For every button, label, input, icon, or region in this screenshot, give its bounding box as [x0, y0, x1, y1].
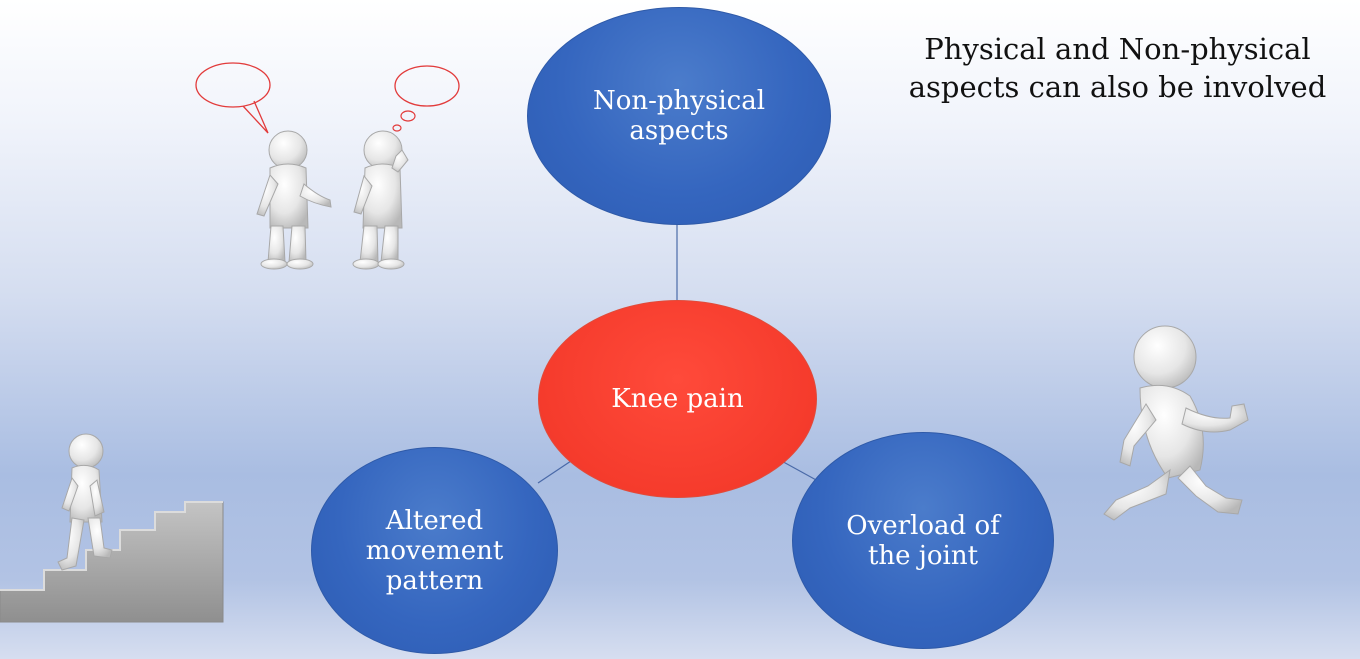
running-person-icon — [1104, 326, 1248, 520]
two-people-talking-icon — [196, 63, 459, 269]
person-climbing-stairs-icon — [0, 434, 223, 622]
speech-bubble-icon — [196, 63, 270, 107]
thought-bubble-icon — [395, 66, 459, 106]
